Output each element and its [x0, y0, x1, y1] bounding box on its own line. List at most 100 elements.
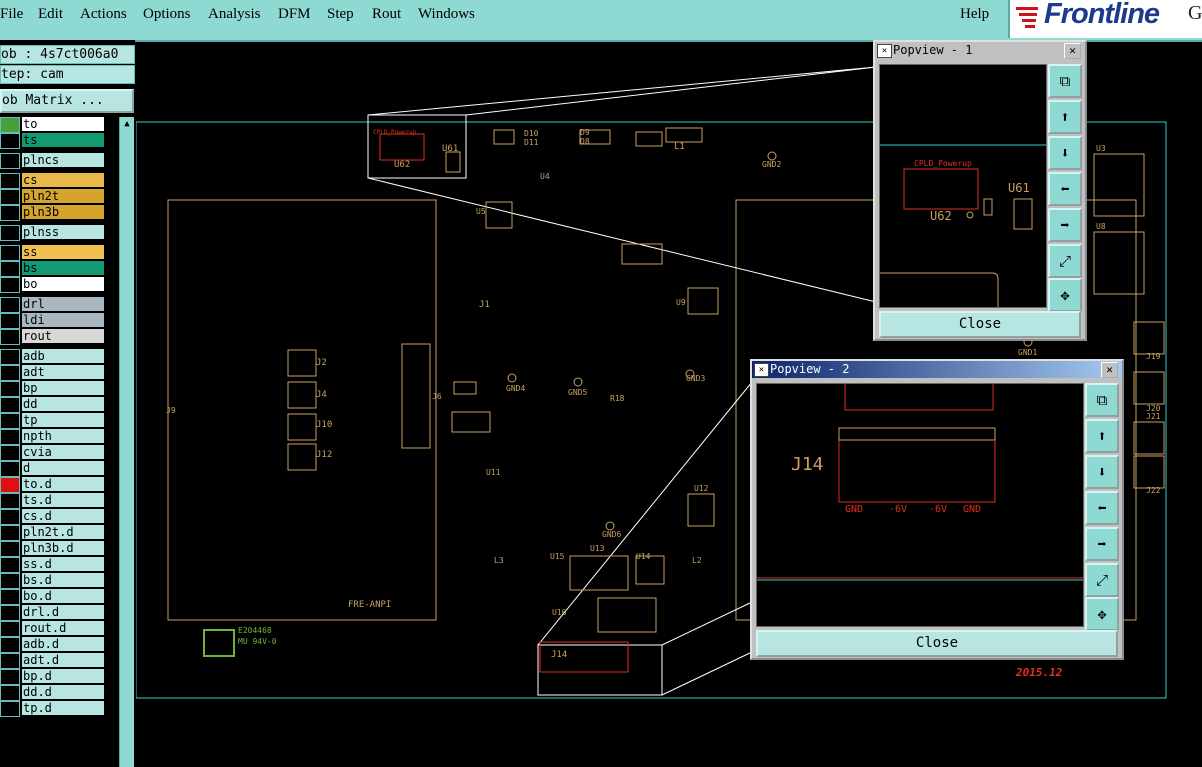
- layer-name[interactable]: plncs: [22, 153, 104, 167]
- popview-2-window[interactable]: ✕ Popview - 2 ✕ J14 GND -6V -6V GND ⧉ ⬆ …: [750, 359, 1124, 660]
- layer-row[interactable]: ldi: [0, 313, 117, 329]
- layer-name[interactable]: bs: [22, 261, 104, 275]
- layer-name[interactable]: adt.d: [22, 653, 104, 667]
- window-menu-icon[interactable]: ✕: [877, 44, 892, 58]
- layer-row[interactable]: ts: [0, 133, 117, 149]
- layer-affected-box[interactable]: [0, 153, 20, 169]
- layer-row[interactable]: adt.d✎: [0, 653, 117, 669]
- layer-affected-box[interactable]: [0, 461, 20, 477]
- layer-name[interactable]: bo.d: [22, 589, 104, 603]
- popview-1-window[interactable]: ✕ Popview - 1 ✕ CPLD_Powerup U62 U61 ⧉ ⬆…: [873, 40, 1087, 341]
- menu-edit[interactable]: Edit: [38, 6, 63, 22]
- layer-row[interactable]: cs: [0, 173, 117, 189]
- layer-name[interactable]: dd.d: [22, 685, 104, 699]
- layer-affected-box[interactable]: [0, 589, 20, 605]
- pan-right-icon[interactable]: ➡: [1048, 208, 1082, 242]
- layer-row[interactable]: pln3b.d: [0, 541, 117, 557]
- layer-affected-box[interactable]: [0, 261, 20, 277]
- layer-name[interactable]: pln3b.d: [22, 541, 104, 555]
- layer-row[interactable]: plncs: [0, 153, 117, 169]
- layer-affected-box[interactable]: [0, 365, 20, 381]
- layer-affected-box[interactable]: [0, 205, 20, 221]
- layer-affected-box[interactable]: [0, 397, 20, 413]
- layer-affected-box[interactable]: [0, 525, 20, 541]
- pan-up-icon[interactable]: ⬆: [1085, 419, 1119, 453]
- close-icon[interactable]: ✕: [1064, 43, 1081, 59]
- layer-row[interactable]: dd: [0, 397, 117, 413]
- layer-row[interactable]: bs.d: [0, 573, 117, 589]
- menu-file[interactable]: File: [0, 6, 24, 22]
- layer-row[interactable]: rout: [0, 329, 117, 345]
- layer-name[interactable]: ldi: [22, 313, 104, 327]
- layer-affected-box[interactable]: [0, 605, 20, 621]
- layer-name[interactable]: rout: [22, 329, 104, 343]
- pan-down-icon[interactable]: ⬇: [1085, 455, 1119, 489]
- layer-affected-box[interactable]: [0, 621, 20, 637]
- layer-scrollbar[interactable]: ▲: [119, 117, 134, 767]
- layer-row[interactable]: adb.d: [0, 637, 117, 653]
- menu-rout[interactable]: Rout: [372, 6, 402, 22]
- layer-row[interactable]: bo: [0, 277, 117, 293]
- layer-affected-box[interactable]: [0, 413, 20, 429]
- layer-row[interactable]: bp.d: [0, 669, 117, 685]
- layer-affected-box[interactable]: [0, 225, 20, 241]
- layer-affected-box[interactable]: [0, 509, 20, 525]
- layer-affected-box[interactable]: [0, 117, 20, 133]
- layer-affected-box[interactable]: [0, 573, 20, 589]
- layer-affected-box[interactable]: [0, 653, 20, 669]
- layer-name[interactable]: ss: [22, 245, 104, 259]
- menu-windows[interactable]: Windows: [418, 6, 475, 22]
- layer-row[interactable]: adb: [0, 349, 117, 365]
- zoom-home-icon[interactable]: ⧉: [1048, 64, 1082, 98]
- layer-name[interactable]: tp.d: [22, 701, 104, 715]
- layer-row[interactable]: drl.d: [0, 605, 117, 621]
- layer-name[interactable]: adb.d: [22, 637, 104, 651]
- layer-affected-box[interactable]: [0, 313, 20, 329]
- layer-affected-box[interactable]: [0, 541, 20, 557]
- layer-name[interactable]: ts.d: [22, 493, 104, 507]
- layer-row[interactable]: pln2t.d: [0, 525, 117, 541]
- layer-name[interactable]: tp: [22, 413, 104, 427]
- layer-name[interactable]: npth: [22, 429, 104, 443]
- zoom-out-icon[interactable]: ⤢: [1048, 244, 1082, 278]
- layer-affected-box[interactable]: [0, 685, 20, 701]
- layer-affected-box[interactable]: [0, 133, 20, 149]
- menu-actions[interactable]: Actions: [80, 6, 127, 22]
- layer-affected-box[interactable]: [0, 189, 20, 205]
- menu-dfm[interactable]: DFM: [278, 6, 311, 22]
- window-menu-icon[interactable]: ✕: [754, 363, 769, 377]
- layer-row[interactable]: plnss: [0, 225, 117, 241]
- layer-name[interactable]: bo: [22, 277, 104, 291]
- layer-name[interactable]: bp: [22, 381, 104, 395]
- layer-name[interactable]: rout.d: [22, 621, 104, 635]
- layer-affected-box[interactable]: [0, 329, 20, 345]
- layer-name[interactable]: to: [22, 117, 104, 131]
- layer-row[interactable]: cvia: [0, 445, 117, 461]
- layer-row[interactable]: tp: [0, 413, 117, 429]
- layer-name[interactable]: bp.d: [22, 669, 104, 683]
- layer-row[interactable]: bp: [0, 381, 117, 397]
- layer-name[interactable]: ss.d: [22, 557, 104, 571]
- scroll-up-icon[interactable]: ▲: [124, 119, 130, 129]
- layer-row[interactable]: to.d✎⊞: [0, 477, 117, 493]
- popview-2-titlebar[interactable]: ✕ Popview - 2 ✕: [752, 361, 1122, 378]
- layer-name[interactable]: bs.d: [22, 573, 104, 587]
- layer-row[interactable]: dd.d: [0, 685, 117, 701]
- layer-row[interactable]: drl: [0, 297, 117, 313]
- layer-name[interactable]: dd: [22, 397, 104, 411]
- layer-affected-box[interactable]: [0, 701, 20, 717]
- board-canvas[interactable]: CPLD_Powerup U62 U61 D10 D11 D9 D8 L1 GN…: [136, 42, 1202, 727]
- layer-name[interactable]: drl.d: [22, 605, 104, 619]
- pan-up-icon[interactable]: ⬆: [1048, 100, 1082, 134]
- layer-name[interactable]: drl: [22, 297, 104, 311]
- layer-row[interactable]: tp.d: [0, 701, 117, 717]
- layer-name[interactable]: pln2t: [22, 189, 104, 203]
- job-matrix-button[interactable]: ob Matrix ...: [0, 89, 134, 113]
- layer-name[interactable]: pln2t.d: [22, 525, 104, 539]
- layer-affected-box[interactable]: [0, 277, 20, 293]
- layer-row[interactable]: bo.d: [0, 589, 117, 605]
- layer-affected-box[interactable]: [0, 493, 20, 509]
- layer-row[interactable]: pln2t: [0, 189, 117, 205]
- layer-name[interactable]: plnss: [22, 225, 104, 239]
- layer-name[interactable]: adb: [22, 349, 104, 363]
